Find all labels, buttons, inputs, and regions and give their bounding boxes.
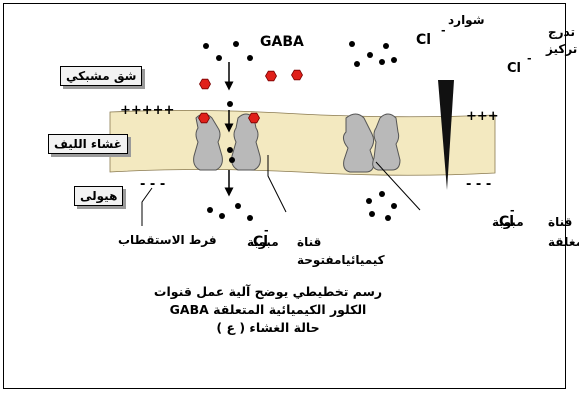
gaba-label: GABA (260, 34, 304, 50)
chloride-ion-icon (354, 61, 360, 67)
hyperpolarization-label: فرط الاستقطاب (118, 233, 217, 247)
cytoplasm-label: هيولى (74, 186, 124, 206)
chloride-ions (203, 41, 397, 221)
gaba-molecule-icon (199, 78, 211, 90)
caption-line-1: رسم تخطيطي يوضح آلية عمل قنوات (153, 284, 383, 299)
open-channel-word: قناة (297, 235, 321, 249)
caption-line-2: الكلور الكيميائية المتعلقة GABA (169, 302, 367, 317)
gradient-superscript: - (527, 52, 532, 65)
closed-channel-symbol: Cl (499, 214, 514, 230)
chloride-ion-icon (391, 57, 397, 63)
membrane-band (109, 110, 496, 176)
synaptic-cleft-label: شق مشبكي (60, 66, 143, 86)
open-channel-superscript: - (264, 224, 269, 237)
chloride-ion-icon (391, 203, 397, 209)
gaba-molecule-icon (248, 112, 260, 124)
chloride-ion-icon (383, 43, 389, 49)
chloride-ion-icon (207, 207, 213, 213)
open-channel (193, 113, 261, 171)
chloride-ion-icon (379, 59, 385, 65)
gaba-molecule-icon (198, 112, 210, 124)
plus-left: +++++ (120, 103, 174, 118)
chloride-ion-icon (366, 198, 372, 204)
gaba-molecule-icon (265, 70, 277, 82)
chloride-ion-icon (247, 215, 253, 221)
gradient-label-line2: تركيز (545, 42, 577, 56)
chloride-ion-icon (369, 211, 375, 217)
gaba-molecule-icon (291, 69, 303, 81)
gradient-label-line1: تدرج (548, 25, 575, 39)
chloride-ion-icon (227, 101, 233, 107)
chloride-ion-icon (349, 41, 355, 47)
gaba-molecules (198, 69, 303, 124)
closed-channel-word: قناة (548, 215, 572, 229)
chloride-ion-icon (227, 147, 233, 153)
chloride-ion-icon (235, 203, 241, 209)
fiber-membrane-label: غشاء الليف (48, 134, 128, 154)
closed-channel-superscript: - (510, 204, 515, 217)
closed-channel-rest: مبوبة (492, 215, 524, 230)
chloride-ion-icon (229, 157, 235, 163)
chloride-ion-icon (379, 191, 385, 197)
minus-left: - - - (140, 177, 165, 192)
chloride-ion-icon (247, 55, 253, 61)
chloride-ion-icon (385, 215, 391, 221)
cl-ions-label-word: شوارد (448, 13, 485, 28)
caption-line-3: حالة الغشاء ( ع ) (216, 320, 320, 335)
chloride-ion-icon (367, 52, 373, 58)
chloride-ion-icon (203, 43, 209, 49)
chloride-ion-icon (216, 55, 222, 61)
figure-frame (3, 3, 566, 389)
cl-ions-superscript: - (441, 24, 446, 37)
gradient-label-symbol: Cl (507, 61, 521, 76)
closed-channel (342, 113, 401, 173)
minus-right: - - - (466, 177, 491, 192)
closed-channel-line2: كيميائيا مغلقة (548, 235, 579, 249)
gradient-wedge-icon (438, 80, 454, 190)
chloride-ion-icon (219, 213, 225, 219)
open-channel-symbol: Cl (253, 234, 268, 250)
pointer-lines (141, 155, 421, 226)
open-channel-rest: مبوبة (247, 235, 279, 250)
chloride-ion-icon (233, 41, 239, 47)
cl-ions-label-symbol: Cl (416, 32, 431, 48)
open-channel-line2: كيميائيامفتوحة (297, 253, 385, 268)
plus-right: +++ (466, 109, 499, 124)
